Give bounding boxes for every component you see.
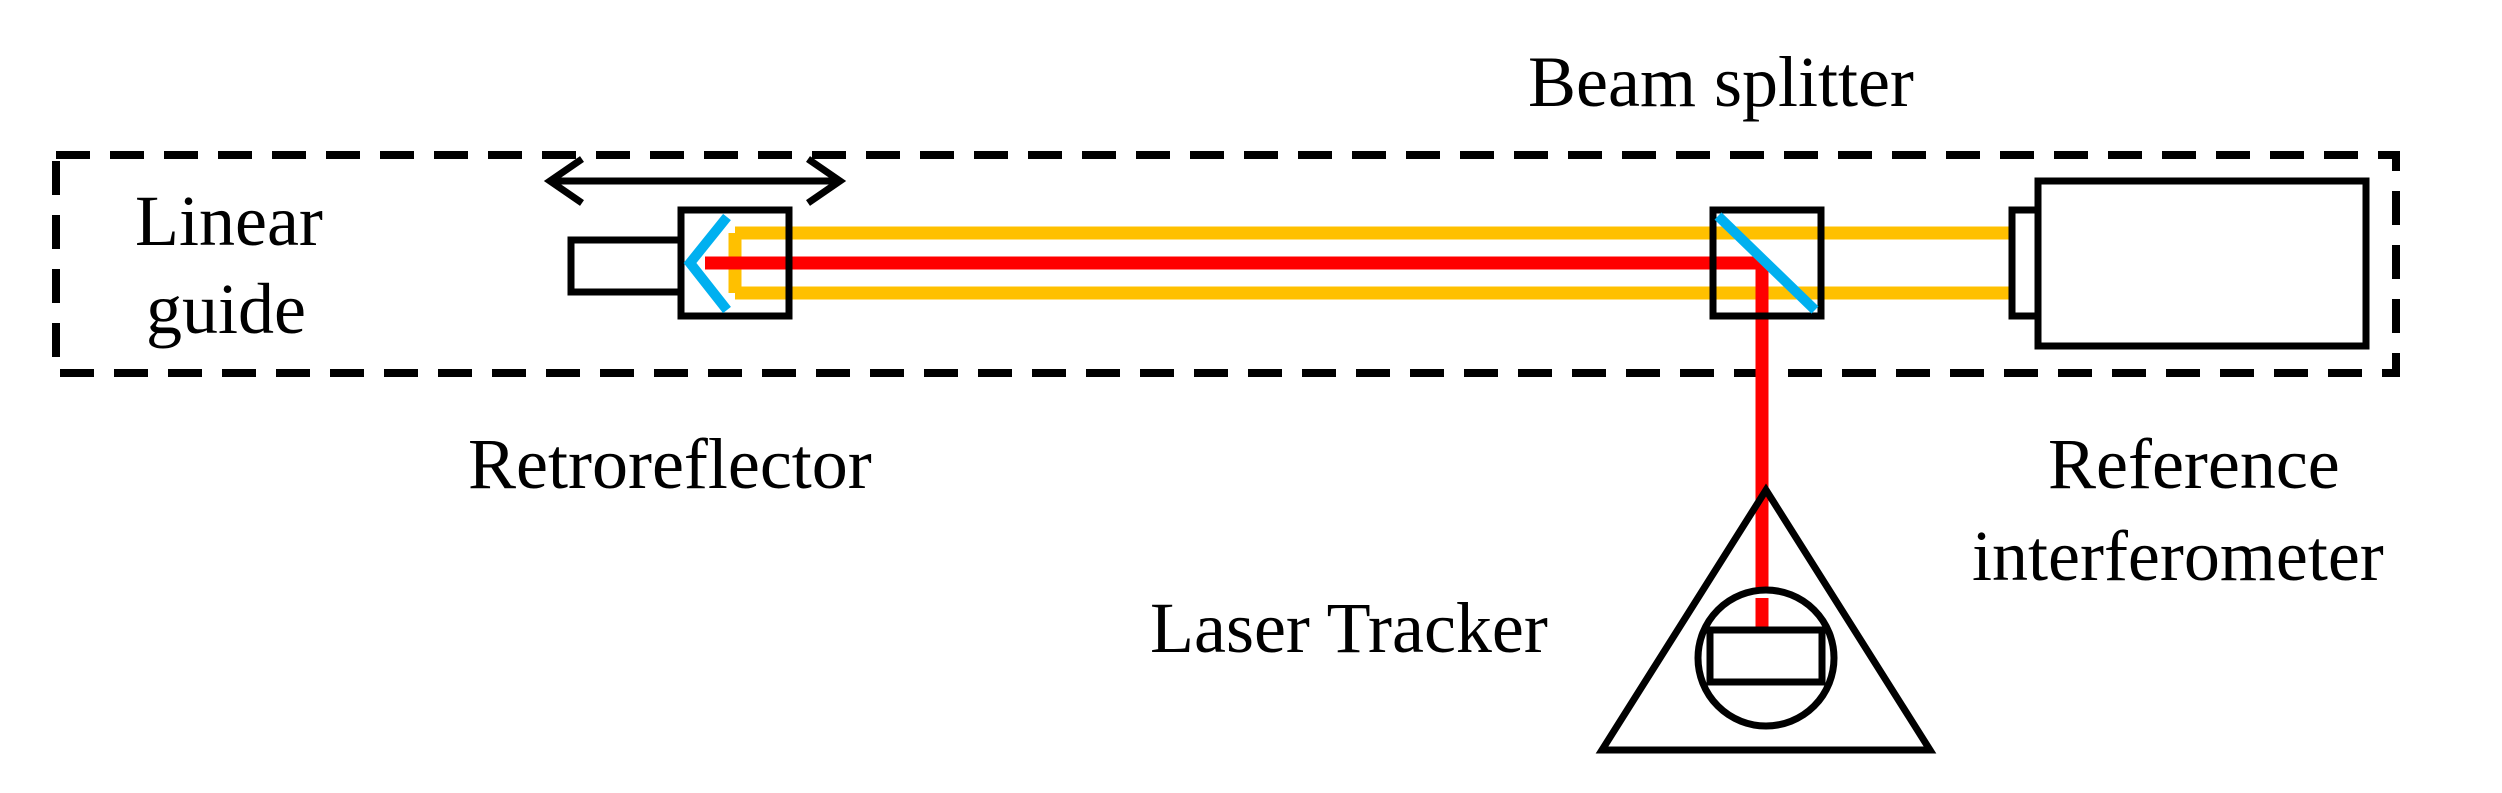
carriage-block	[567, 236, 685, 296]
motion-arrow-icon	[543, 156, 847, 206]
retroreflector-label: Retroreflector	[468, 424, 872, 504]
beam-splitter	[1709, 206, 1825, 320]
linear-guide-label-line1: Linear	[135, 181, 323, 261]
reference-interferometer	[2008, 177, 2370, 350]
linear-guide-enclosure	[52, 151, 2400, 377]
beam-splitter-label: Beam splitter	[1528, 42, 1914, 122]
retroreflector	[677, 206, 793, 320]
laser-tracker	[1595, 483, 1937, 754]
reference-interferometer-label-line1: Reference	[2048, 424, 2340, 504]
linear-guide-label-line2: guide	[146, 269, 306, 349]
laser-tracker-beam	[705, 256, 1769, 630]
reference-interferometer-label-line2: interferometer	[1972, 516, 2384, 596]
laser-tracker-label: Laser Tracker	[1150, 588, 1548, 668]
